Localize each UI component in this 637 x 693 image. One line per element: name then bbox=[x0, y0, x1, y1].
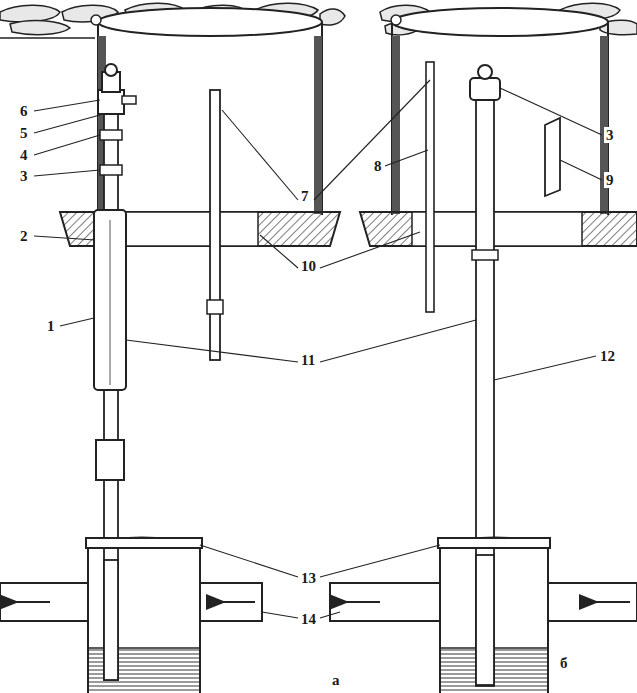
sheet-label: б bbox=[558, 655, 570, 671]
callout-number: 14 bbox=[299, 611, 318, 627]
callout-number: 6 bbox=[18, 103, 30, 119]
callout-number: 1 bbox=[45, 318, 57, 334]
sheet-label: а bbox=[330, 672, 342, 688]
callout-number: 7 bbox=[299, 188, 311, 204]
callout-number: 9 bbox=[604, 172, 616, 188]
callout-number: 10 bbox=[299, 258, 318, 274]
callout-number: 13 bbox=[299, 570, 318, 586]
callout-number: 5 bbox=[18, 125, 30, 141]
callout-number: 11 bbox=[299, 352, 317, 368]
callout-number: 2 bbox=[18, 228, 30, 244]
callout-number: 12 bbox=[598, 348, 617, 364]
callout-number: 3 bbox=[18, 168, 30, 184]
callout-number: 4 bbox=[18, 147, 30, 163]
callout-number: 3 bbox=[604, 127, 616, 143]
callout-number: 8 bbox=[372, 158, 384, 174]
